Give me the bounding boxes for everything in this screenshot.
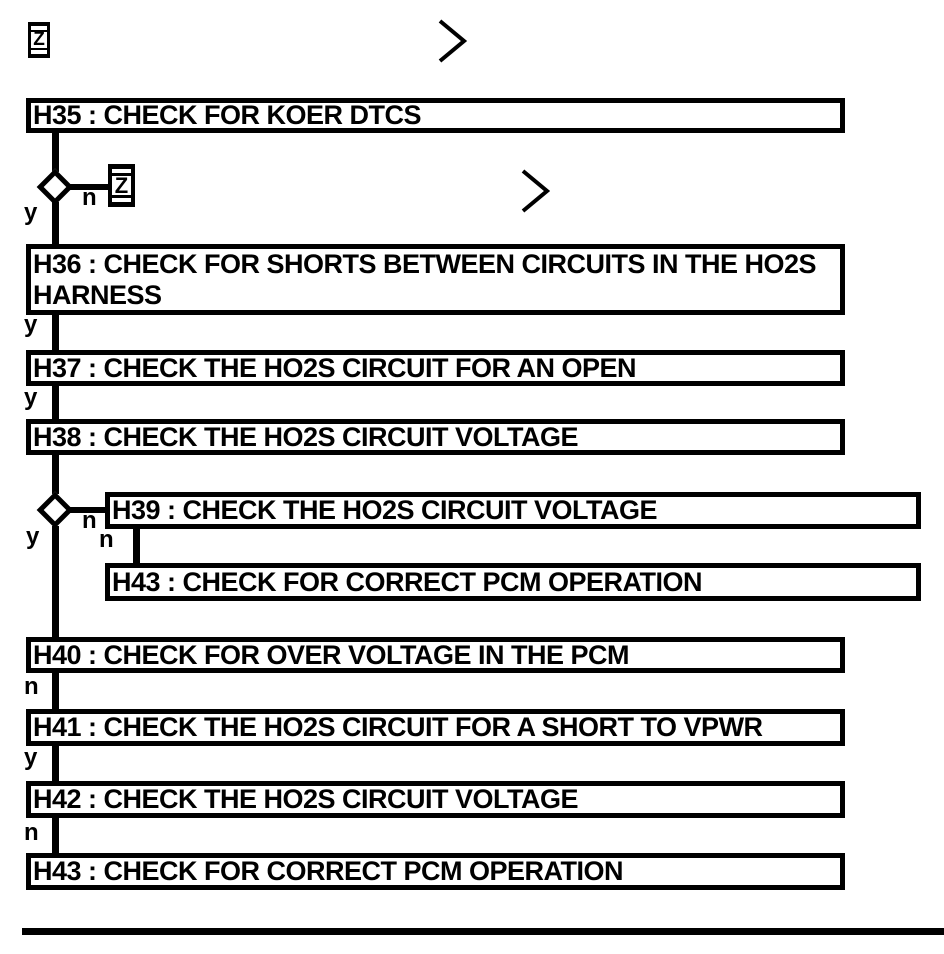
jump-icon-letter: Z: [31, 31, 47, 49]
connector-line: [52, 671, 59, 711]
jump-icon-letter: Z: [111, 175, 132, 196]
bottom-divider: [22, 928, 944, 935]
decision-diamond: [36, 168, 74, 206]
jump-icon-bottom-bar: [111, 197, 132, 203]
branch-label-no: n: [82, 184, 97, 211]
branch-label-yes: y: [24, 199, 38, 226]
flow-step-h43-branch[interactable]: H43 : CHECK FOR CORRECT PCM OPERATION: [105, 563, 921, 601]
branch-label-no: n: [24, 819, 39, 846]
connector-line: [52, 383, 59, 422]
connector-line: [52, 453, 59, 494]
flow-step-h38[interactable]: H38 : CHECK THE HO2S CIRCUIT VOLTAGE: [26, 419, 845, 455]
flow-step-h37[interactable]: H37 : CHECK THE HO2S CIRCUIT FOR AN OPEN: [26, 350, 845, 386]
branch-label-yes: y: [24, 384, 38, 411]
connector-line: [52, 202, 59, 246]
jump-icon-bottom-bar: [31, 50, 47, 55]
connector-line: [133, 528, 140, 567]
branch-label-no: n: [82, 507, 97, 534]
branch-label-yes: y: [26, 523, 40, 550]
chevron-right-icon[interactable]: [437, 18, 467, 64]
connector-line: [52, 131, 59, 172]
connector-line: [52, 816, 59, 855]
branch-label-no: n: [24, 673, 39, 700]
connector-line: [52, 313, 59, 352]
flow-step-h39[interactable]: H39 : CHECK THE HO2S CIRCUIT VOLTAGE: [105, 492, 921, 529]
connector-line: [52, 743, 59, 784]
connector-line: [70, 507, 107, 513]
flow-step-h43-end[interactable]: H43 : CHECK FOR CORRECT PCM OPERATION: [26, 853, 845, 890]
jump-link-icon[interactable]: Z: [28, 22, 50, 58]
flow-step-h42[interactable]: H42 : CHECK THE HO2S CIRCUIT VOLTAGE: [26, 781, 845, 818]
jump-link-icon[interactable]: Z: [108, 164, 135, 207]
flow-step-h40[interactable]: H40 : CHECK FOR OVER VOLTAGE IN THE PCM: [26, 637, 845, 673]
flow-step-h35[interactable]: H35 : CHECK FOR KOER DTCS: [26, 98, 845, 133]
jump-icon-top-bar: [111, 168, 132, 174]
connector-line: [70, 184, 110, 190]
branch-label-no: n: [99, 526, 114, 553]
jump-icon-top-bar: [31, 25, 47, 30]
flow-step-h36[interactable]: H36 : CHECK FOR SHORTS BETWEEN CIRCUITS …: [26, 244, 845, 315]
connector-line: [52, 526, 59, 639]
chevron-right-icon[interactable]: [520, 168, 550, 214]
flow-step-h41[interactable]: H41 : CHECK THE HO2S CIRCUIT FOR A SHORT…: [26, 709, 845, 746]
branch-label-yes: y: [24, 311, 38, 338]
decision-diamond: [36, 491, 74, 529]
branch-label-yes: y: [24, 744, 38, 771]
